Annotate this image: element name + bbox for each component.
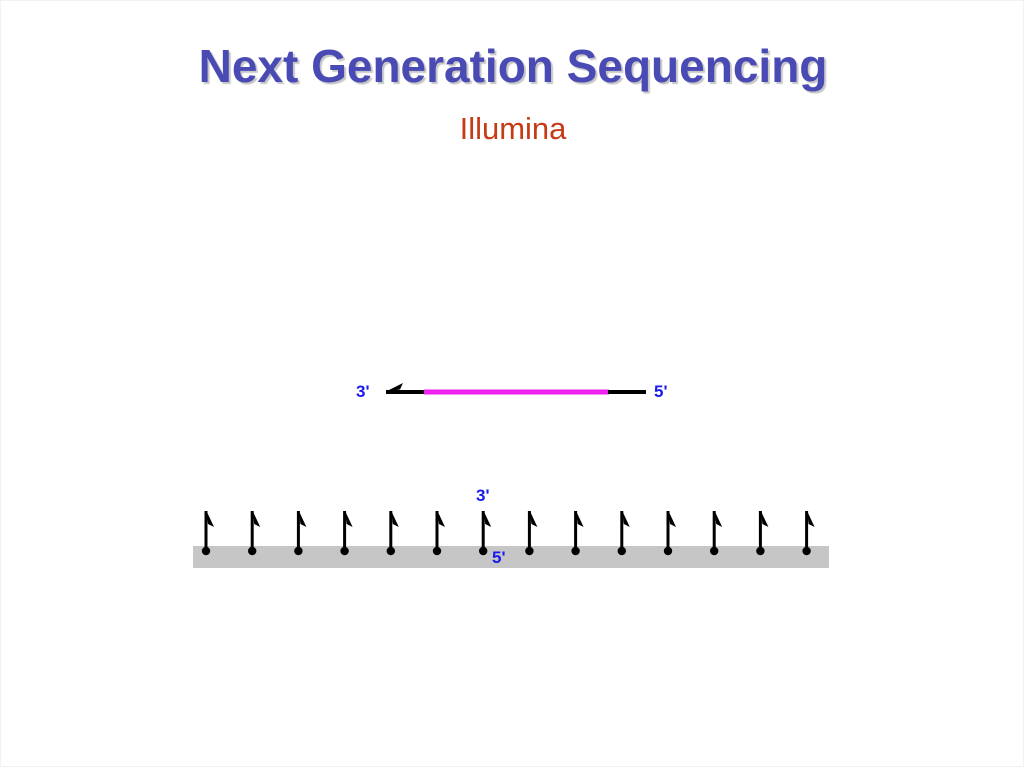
primer-3prime-label: 3' (476, 486, 490, 505)
flowcell-surface-bar (193, 546, 829, 568)
page-title: Next Generation Sequencing (198, 40, 828, 92)
primer-5prime-label: 5' (492, 548, 506, 567)
template-5prime-label: 5' (654, 382, 668, 401)
template-3prime-label: 3' (356, 382, 370, 401)
page-subtitle: Illumina (459, 111, 567, 146)
